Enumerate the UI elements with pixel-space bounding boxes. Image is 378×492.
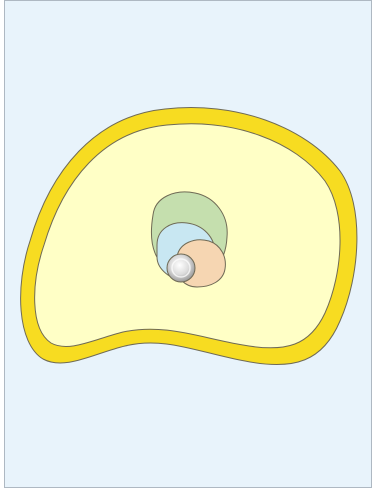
center-disc xyxy=(167,254,195,282)
diagram-frame xyxy=(4,0,372,488)
diagram-canvas xyxy=(5,1,373,489)
